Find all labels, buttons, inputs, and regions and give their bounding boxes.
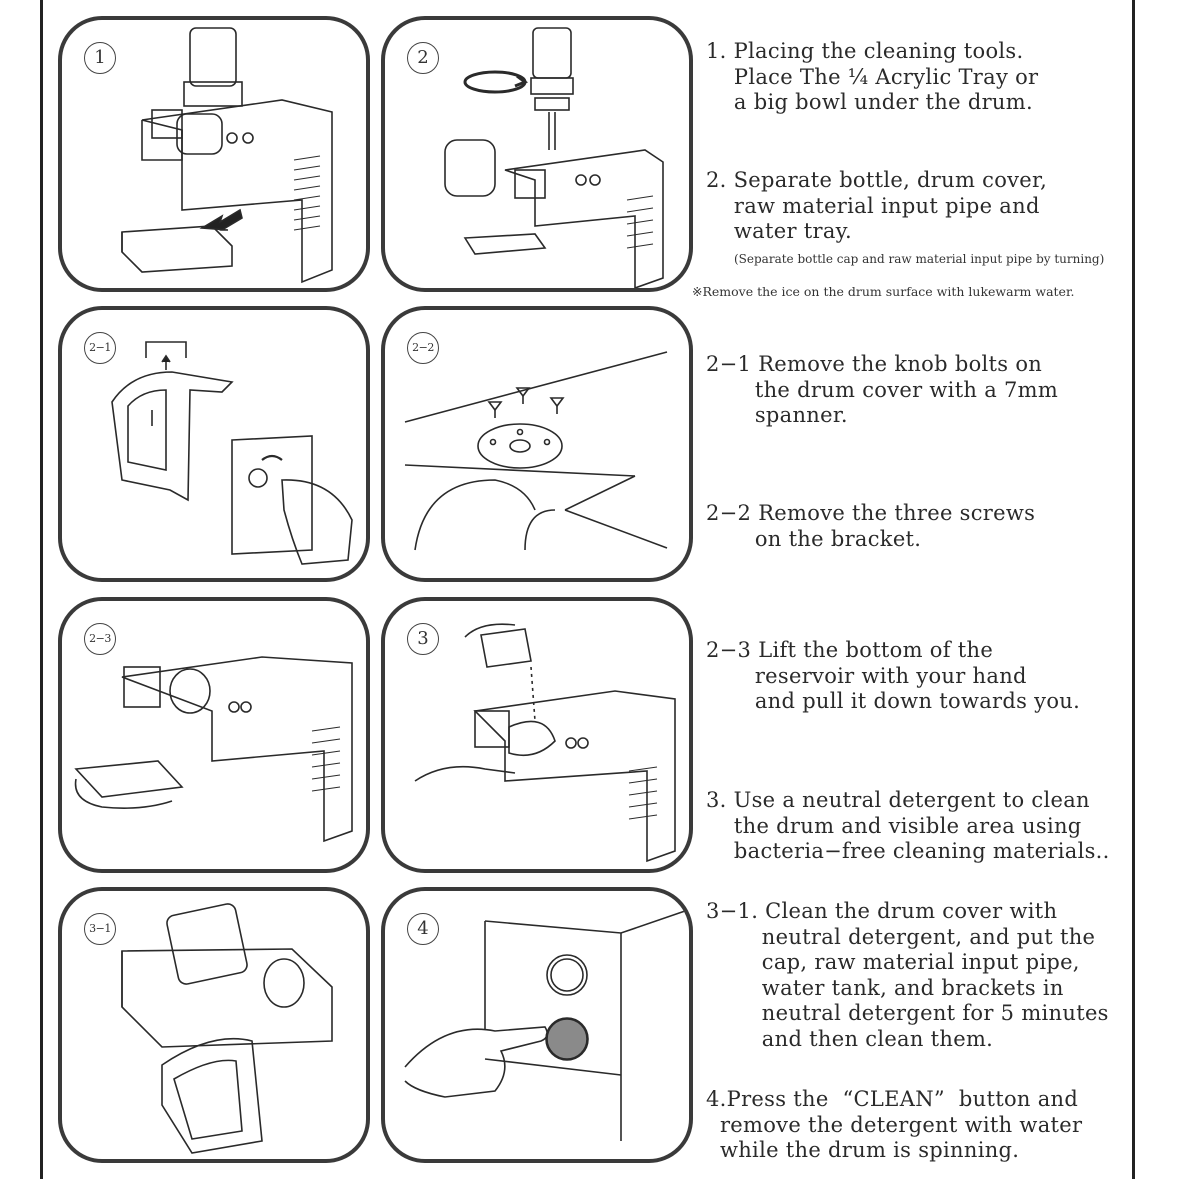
instruction-step-2-1: 2−1 Remove the knob bolts on the drum co… <box>706 352 1059 427</box>
step-badge-2-1: 2−1 <box>84 332 116 364</box>
knob-bolt-removal-illustration <box>111 341 353 565</box>
ice-machine-illustration <box>121 27 333 284</box>
illustration-panel-2-2: 2−2 <box>381 306 693 582</box>
drum-cleaning-illustration <box>414 623 676 863</box>
illustration-panel-2-3: 2−3 <box>58 597 370 873</box>
reservoir-removal-illustration <box>74 656 353 843</box>
instruction-step-2-note: (Separate bottle cap and raw material in… <box>734 252 1105 266</box>
step-badge-4: 4 <box>407 913 439 945</box>
step-badge-3-1: 3−1 <box>84 913 116 945</box>
instruction-step-3: 3. Use a neutral detergent to clean the … <box>706 788 1110 863</box>
instruction-step-1: 1. Placing the cleaning tools. Place The… <box>706 39 1039 114</box>
step-badge-2: 2 <box>407 42 439 74</box>
right-border-line <box>1132 0 1135 1179</box>
instruction-step-3-1: 3−1. Clean the drum cover with neutral d… <box>706 899 1109 1051</box>
step-badge-3: 3 <box>407 623 439 655</box>
instruction-step-4: 4.Press the “CLEAN” button and remove th… <box>706 1087 1083 1162</box>
disassembly-illustration <box>444 27 664 288</box>
instruction-step-2-3: 2−3 Lift the bottom of the reservoir wit… <box>706 638 1081 713</box>
step-badge-2-2: 2−2 <box>407 332 439 364</box>
instruction-step-2-2: 2−2 Remove the three screws on the brack… <box>706 501 1036 551</box>
bracket-screws-illustration <box>404 351 668 551</box>
step-badge-1: 1 <box>84 42 116 74</box>
parts-soaking-illustration <box>121 903 333 1154</box>
control-panel-illustration <box>404 910 686 1141</box>
illustration-panel-4: 4 <box>381 887 693 1163</box>
illustration-panel-1: 1 <box>58 16 370 292</box>
warning-note: ※Remove the ice on the drum surface with… <box>692 284 1075 299</box>
illustration-panel-3: 3 <box>381 597 693 873</box>
illustration-panel-3-1: 3−1 <box>58 887 370 1163</box>
instruction-step-2: 2. Separate bottle, drum cover, raw mate… <box>706 168 1048 243</box>
step-badge-2-3: 2−3 <box>84 623 116 655</box>
illustration-panel-2-1: 2−1 <box>58 306 370 582</box>
illustration-panel-2: 2 <box>381 16 693 292</box>
left-border-line <box>40 0 43 1179</box>
